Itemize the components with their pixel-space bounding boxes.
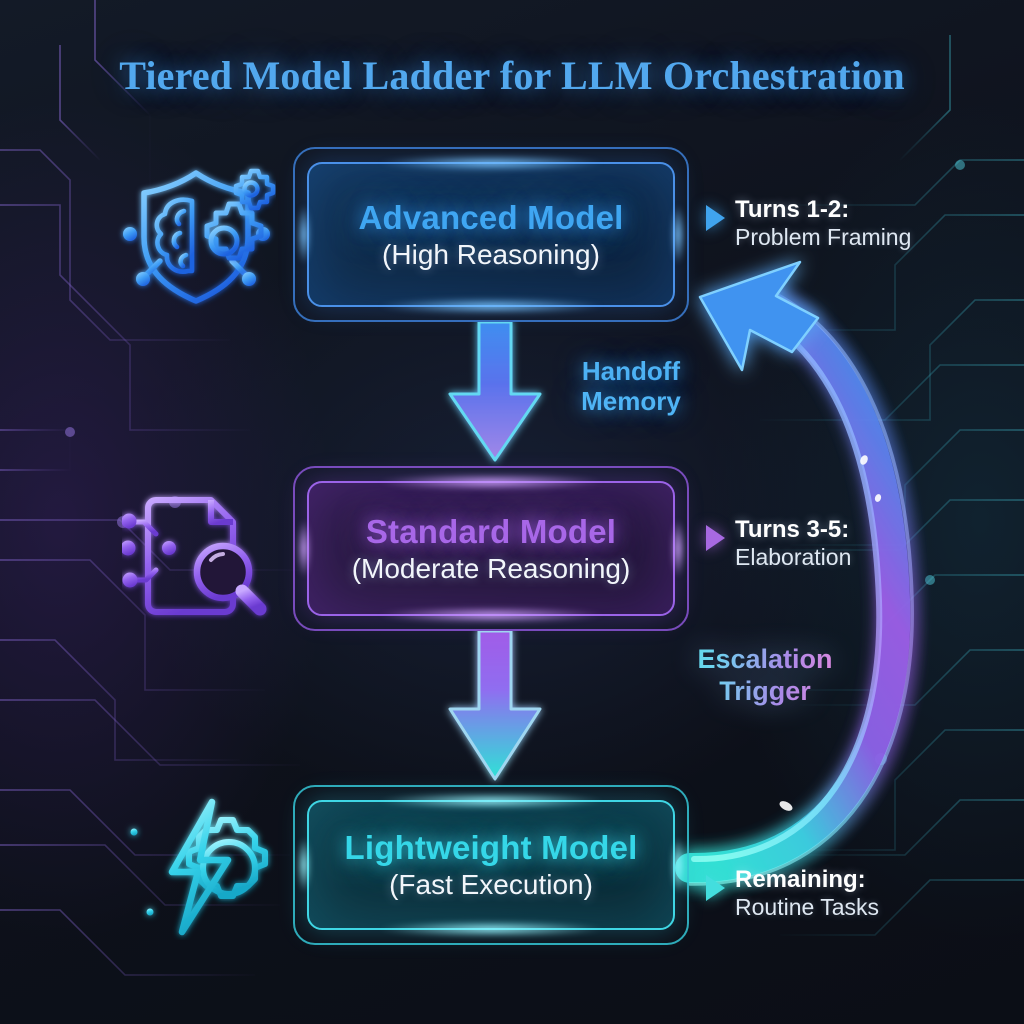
handoff-label-line2: Memory	[581, 386, 681, 417]
escalation-trigger-label: Escalation Trigger	[655, 644, 875, 708]
node-right-glow	[671, 204, 685, 265]
annotation-heading: Turns 3-5:	[735, 516, 850, 543]
node-advanced-model[interactable]: Advanced Model (High Reasoning)	[293, 147, 689, 322]
escalation-label-line1: Escalation	[697, 644, 833, 674]
handoff-arrow-standard-to-lightweight	[448, 631, 542, 781]
triangle-marker-icon	[706, 525, 725, 551]
node-label-group: Standard Model (Moderate Reasoning)	[293, 466, 689, 631]
page-title: Tiered Model Ladder for LLM Orchestratio…	[119, 53, 905, 98]
triangle-marker-icon	[706, 875, 725, 901]
node-inner-panel	[307, 162, 675, 307]
document-magnifier-circuit-icon	[122, 480, 282, 630]
node-left-glow	[297, 837, 311, 893]
node-left-glow	[297, 520, 311, 577]
lightning-gear-speed-icon	[116, 790, 276, 940]
annotation-body: Routine Tasks	[735, 894, 880, 921]
handoff-memory-label: Handoff Memory	[536, 356, 726, 416]
node-right-glow	[671, 837, 685, 893]
node-lightweight-model[interactable]: Lightweight Model (Fast Execution)	[293, 785, 689, 945]
node-title: Advanced Model	[358, 198, 624, 236]
node-subtitle: (Fast Execution)	[389, 869, 593, 900]
node-title: Lightweight Model	[344, 829, 638, 866]
annotation-remaining: Remaining: Routine Tasks	[706, 866, 879, 921]
node-top-glow	[380, 155, 602, 171]
node-bottom-glow	[380, 607, 602, 623]
node-left-glow	[297, 204, 311, 265]
annotation-turns-1-2: Turns 1-2: Problem Framing	[706, 196, 911, 251]
annotation-text-group: Turns 3-5: Elaboration	[735, 516, 851, 571]
annotation-turns-3-5: Turns 3-5: Elaboration	[706, 516, 851, 571]
node-outer-border	[293, 147, 689, 322]
triangle-marker-icon	[706, 205, 725, 231]
node-top-glow	[380, 474, 602, 490]
node-right-glow	[671, 520, 685, 577]
annotation-body: Problem Framing	[735, 224, 912, 251]
node-subtitle: (High Reasoning)	[382, 238, 600, 270]
node-outer-border	[293, 785, 689, 945]
node-title: Standard Model	[365, 512, 617, 550]
brain-shield-gear-icon	[116, 163, 276, 313]
annotation-text-group: Turns 1-2: Problem Framing	[735, 196, 911, 251]
node-top-glow	[380, 793, 602, 809]
annotation-body: Elaboration	[735, 544, 852, 571]
node-bottom-glow	[380, 298, 602, 314]
node-label-group: Advanced Model (High Reasoning)	[293, 147, 689, 322]
escalation-label-line2: Trigger	[719, 675, 811, 706]
node-label-group: Lightweight Model (Fast Execution)	[293, 785, 689, 945]
handoff-label-line1: Handoff	[581, 356, 681, 386]
annotation-heading: Remaining:	[735, 866, 866, 893]
handoff-arrow-advanced-to-standard	[448, 322, 542, 462]
annotation-text-group: Remaining: Routine Tasks	[735, 866, 879, 921]
node-subtitle: (Moderate Reasoning)	[351, 552, 631, 584]
node-outer-border	[293, 466, 689, 631]
annotation-heading: Turns 1-2:	[735, 196, 850, 223]
node-standard-model[interactable]: Standard Model (Moderate Reasoning)	[293, 466, 689, 631]
node-bottom-glow	[380, 921, 602, 937]
